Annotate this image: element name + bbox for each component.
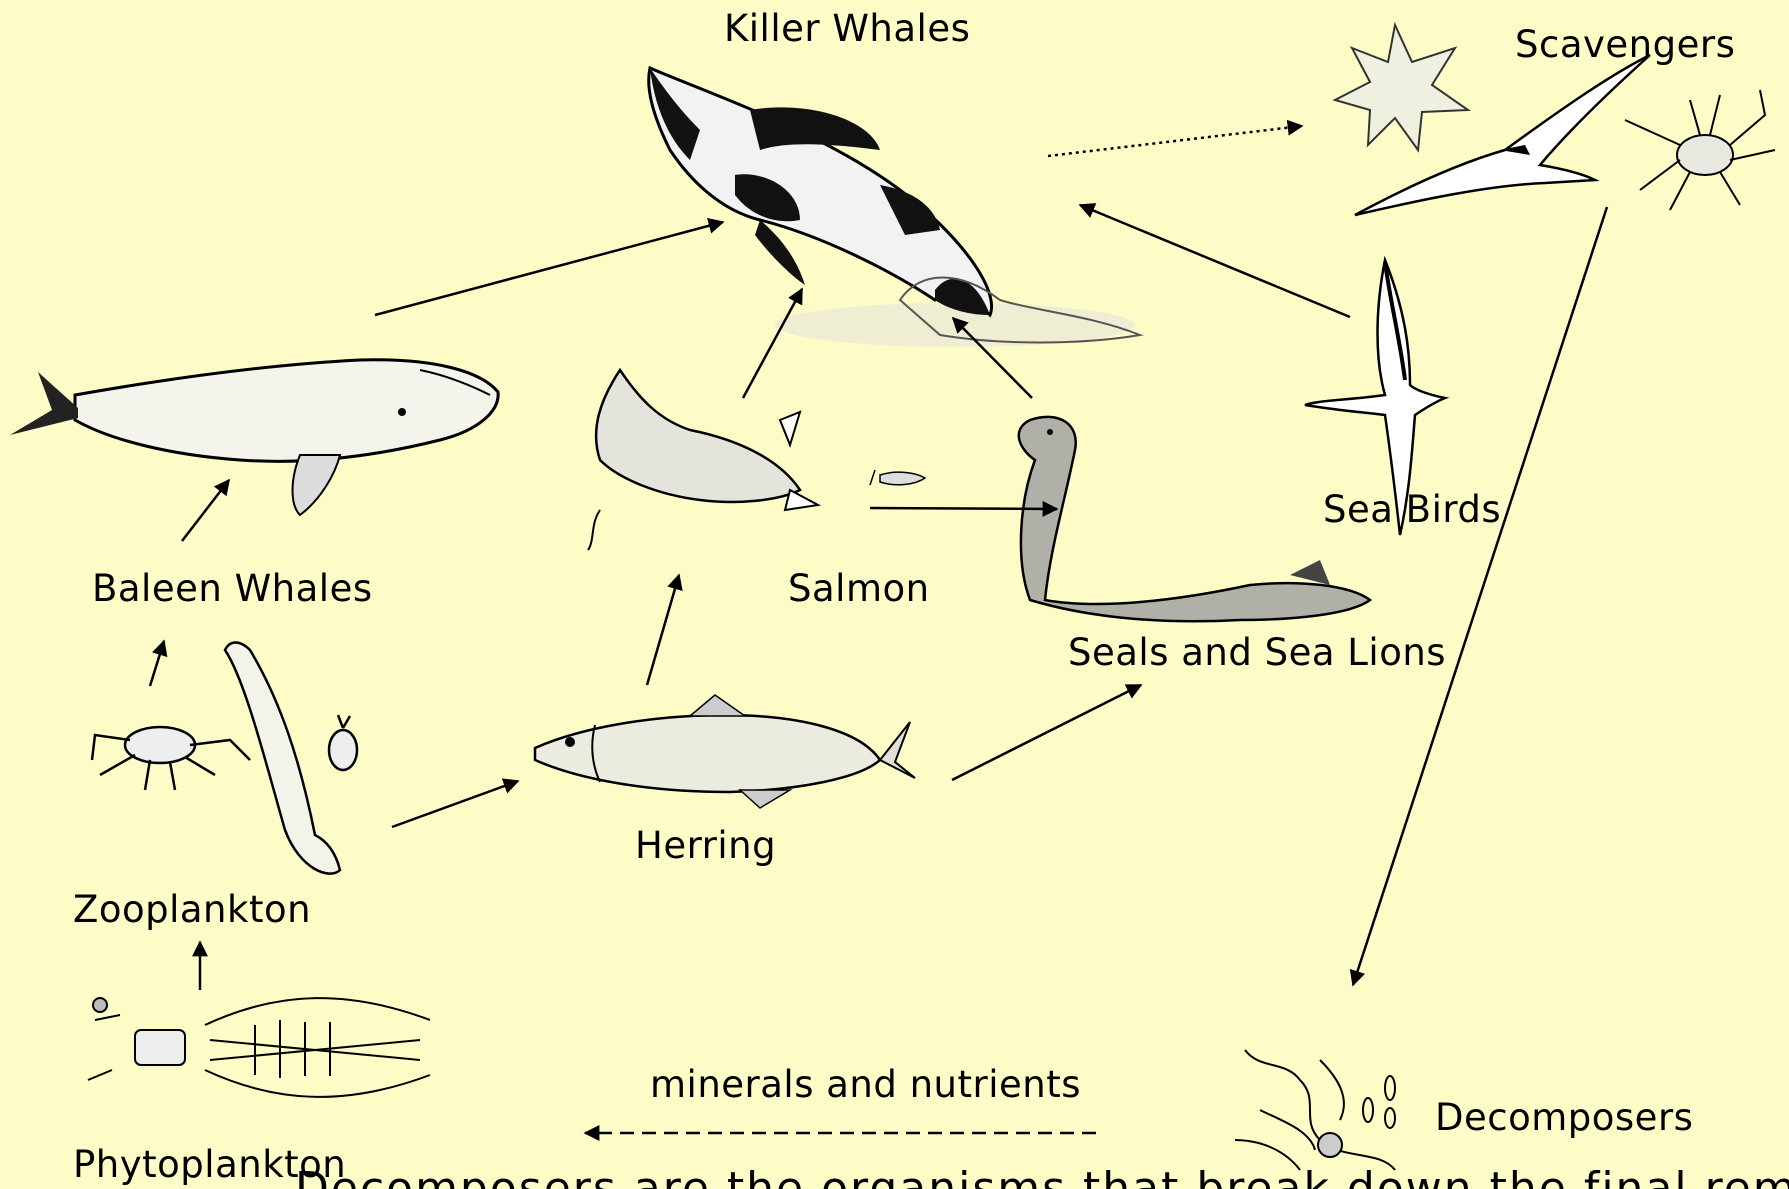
label-decomposers: Decomposers: [1435, 1096, 1693, 1139]
baleen-whale-illustration: [10, 360, 498, 515]
arrow-salmon-to-seals: [870, 508, 1057, 509]
phytoplankton-illustration: [88, 998, 430, 1097]
killer-whale-illustration: [649, 68, 1140, 347]
label-scavengers: Scavengers: [1515, 23, 1735, 66]
label-salmon: Salmon: [788, 567, 930, 610]
label-seals-and-sea-lions: Seals and Sea Lions: [1068, 631, 1446, 674]
arrow-seabirds-to-killer: [1080, 205, 1350, 317]
arrow-baleen-to-killer: [375, 222, 723, 315]
label-zooplankton: Zooplankton: [73, 888, 311, 931]
label-killer-whales: Killer Whales: [724, 7, 970, 50]
arrow-herring-to-salmon: [647, 575, 679, 685]
arrow-salmon-to-killer: [743, 289, 802, 398]
footer-caption: Decomposers are the organisms that break…: [295, 1163, 1789, 1189]
arrow-zoo-to-baleen-small: [150, 641, 164, 686]
arrow-zooplankton-to-baleen: [182, 480, 229, 541]
arrow-killer-to-scavengers: [1048, 126, 1302, 156]
herring-illustration: [535, 695, 915, 808]
label-minerals-and-nutrients: minerals and nutrients: [650, 1063, 1081, 1106]
salmon-illustration: [588, 370, 925, 550]
label-baleen-whales: Baleen Whales: [92, 567, 373, 610]
zooplankton-illustration: [92, 643, 357, 874]
label-herring: Herring: [635, 824, 776, 867]
label-sea-birds: Sea Birds: [1323, 488, 1501, 531]
seal-illustration: [1019, 417, 1370, 621]
arrow-zooplankton-to-herring: [392, 781, 518, 827]
decomposers-illustration: [1235, 1050, 1395, 1170]
arrow-herring-to-seals: [952, 685, 1141, 780]
